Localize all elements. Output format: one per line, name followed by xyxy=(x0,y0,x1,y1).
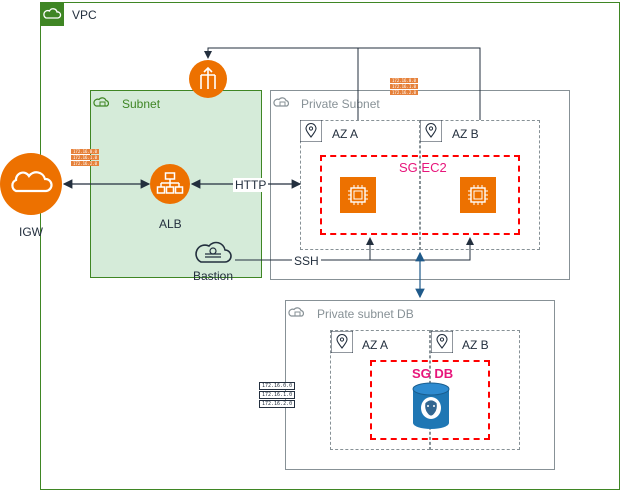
vpc-cloud-icon xyxy=(40,2,64,26)
az-a-db-label: AZ A xyxy=(362,338,389,352)
route-entry: 172.16.2.0 xyxy=(390,90,419,95)
internet-gateway-icon xyxy=(0,153,62,215)
http-edge-label: HTTP xyxy=(233,178,269,192)
route-table-public: 172.16.0.0 172.16.1.0 172.16.2.0 xyxy=(71,149,100,166)
vpc-label: VPC xyxy=(72,8,97,22)
az-b-db-label: AZ B xyxy=(462,338,489,352)
route-entry: 172.16.1.0 xyxy=(390,84,419,89)
nat-route-edge xyxy=(204,47,359,120)
ec2-icon xyxy=(340,177,376,213)
route-entry: 172.16.0.0 xyxy=(390,78,419,83)
bastion-label: Bastion xyxy=(193,269,234,283)
az-a-label: AZ A xyxy=(332,127,359,141)
sg-ec2-label: SG EC2 xyxy=(399,160,447,175)
route-entry: 172.16.2.0 xyxy=(71,161,100,166)
private-subnet-label: Private Subnet xyxy=(301,97,380,111)
public-subnet-icon xyxy=(91,91,113,113)
public-subnet-label: Subnet xyxy=(122,97,161,111)
route-entry: 172.16.1.0 xyxy=(259,391,296,399)
route-table-private: 172.16.0.0 172.16.1.0 172.16.2.0 xyxy=(390,78,419,95)
route-entry: 172.16.1.0 xyxy=(71,155,100,160)
vpc-group xyxy=(40,2,620,490)
alb-label: ALB xyxy=(159,217,182,231)
ssh-edge-label: SSH xyxy=(292,254,321,268)
rds-postgres-icon xyxy=(411,382,451,430)
nat-route-edge-b xyxy=(358,47,481,120)
alb-icon xyxy=(150,164,190,204)
nat-gateway-icon xyxy=(189,60,227,98)
route-entry: 172.16.2.0 xyxy=(259,400,296,408)
ec2-icon xyxy=(460,177,496,213)
private-subnet-db-label: Private subnet DB xyxy=(317,307,414,321)
bastion-ssh-edge xyxy=(235,237,474,261)
sg-ec2-group xyxy=(320,155,520,235)
igw-label: IGW xyxy=(19,225,43,239)
route-entry: 172.16.0.0 xyxy=(259,382,296,390)
az-b-label: AZ B xyxy=(452,127,479,141)
sg-db-group xyxy=(370,360,490,440)
sg-db-label: SG DB xyxy=(412,366,454,381)
private-subnet-icon xyxy=(271,91,293,113)
route-table-db: 172.16.0.0 172.16.1.0 172.16.2.0 xyxy=(259,382,296,408)
route-entry: 172.16.0.0 xyxy=(71,149,100,154)
az-b-group xyxy=(420,120,540,250)
private-subnet-db-icon xyxy=(286,301,308,323)
bastion-icon xyxy=(193,236,233,270)
